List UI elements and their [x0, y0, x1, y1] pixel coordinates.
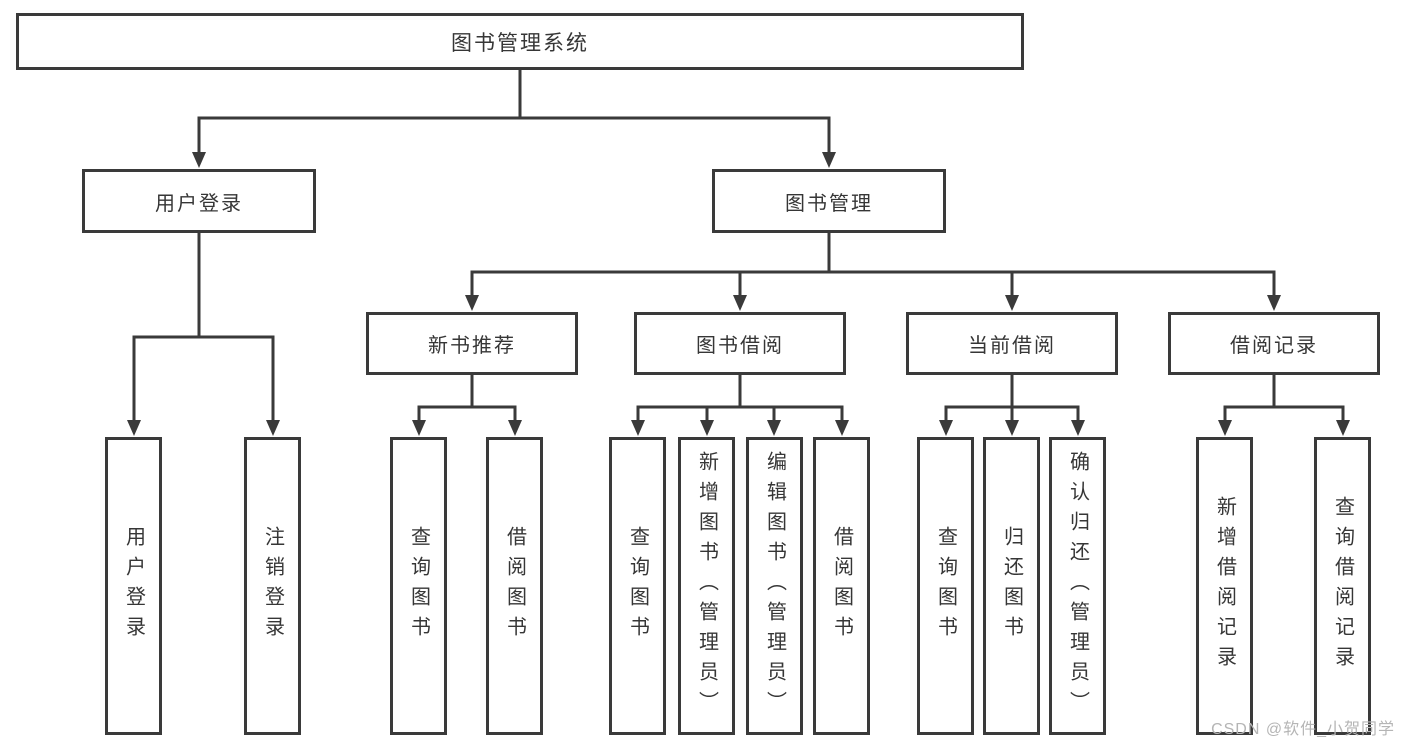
node-label: 借阅记录 [1230, 335, 1318, 357]
node-label: 查询图书 [934, 526, 957, 646]
node-label: 借阅图书 [830, 526, 853, 646]
leaf-add-borrow-record: 新增借阅记录 [1196, 437, 1253, 735]
leaf-query-books-borrow: 查询图书 [609, 437, 666, 735]
node-label: 新增借阅记录 [1213, 496, 1236, 676]
leaf-query-borrow-record: 查询借阅记录 [1314, 437, 1371, 735]
node-library-management-system: 图书管理系统 [16, 13, 1024, 70]
arrowheads [127, 152, 1350, 436]
leaf-logout: 注销登录 [244, 437, 301, 735]
leaf-return-book: 归还图书 [983, 437, 1040, 735]
leaf-confirm-return-admin: 确认归还（管理员） [1049, 437, 1106, 735]
node-label: 查询图书 [626, 526, 649, 646]
csdn-watermark: CSDN @软件_小贺同学 [1211, 721, 1395, 738]
leaf-user-login: 用户登录 [105, 437, 162, 735]
node-label: 图书管理系统 [451, 31, 589, 55]
node-label: 归还图书 [1000, 526, 1023, 646]
leaf-query-books-current: 查询图书 [917, 437, 974, 735]
node-user-login: 用户登录 [82, 169, 316, 233]
node-label: 查询图书 [407, 526, 430, 646]
node-label: 图书借阅 [696, 335, 784, 357]
node-borrow-records: 借阅记录 [1168, 312, 1380, 375]
node-label: 确认归还（管理员） [1066, 451, 1089, 721]
leaf-borrow-books: 借阅图书 [813, 437, 870, 735]
node-label: 注销登录 [261, 526, 284, 646]
node-label: 当前借阅 [968, 335, 1056, 357]
node-book-borrow: 图书借阅 [634, 312, 846, 375]
node-label: 借阅图书 [503, 526, 526, 646]
leaf-add-book-admin: 新增图书（管理员） [678, 437, 735, 735]
node-label: 用户登录 [122, 526, 145, 646]
node-label: 编辑图书（管理员） [763, 451, 786, 721]
node-label: 查询借阅记录 [1331, 496, 1354, 676]
node-book-management: 图书管理 [712, 169, 946, 233]
node-label: 图书管理 [785, 192, 873, 215]
leaf-edit-book-admin: 编辑图书（管理员） [746, 437, 803, 735]
connector-paths [132, 70, 1345, 421]
node-label: 用户登录 [155, 192, 243, 215]
node-label: 新增图书（管理员） [695, 451, 718, 721]
leaf-borrow-books-recommend: 借阅图书 [486, 437, 543, 735]
node-new-book-recommend: 新书推荐 [366, 312, 578, 375]
node-label: 新书推荐 [428, 335, 516, 357]
node-current-borrow: 当前借阅 [906, 312, 1118, 375]
leaf-query-books-recommend: 查询图书 [390, 437, 447, 735]
